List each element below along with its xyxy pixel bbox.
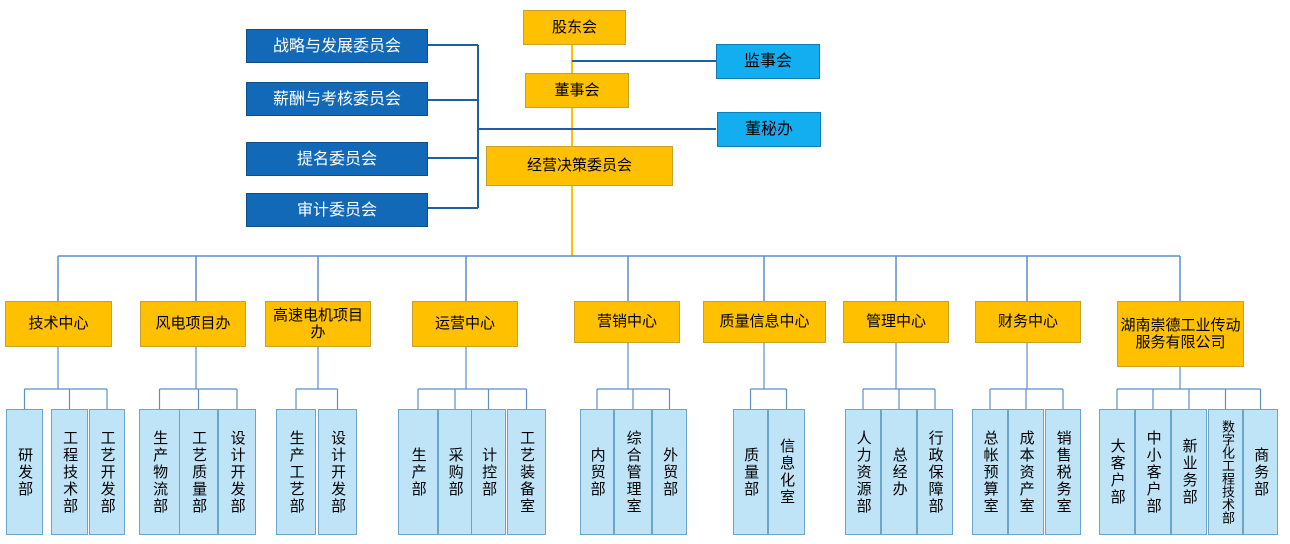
department-box: 信息化室 xyxy=(768,409,805,535)
committee-strategy: 战略与发展委员会 xyxy=(246,29,428,63)
center-box: 高速电机项目办 xyxy=(265,301,371,347)
center-box: 技术中心 xyxy=(5,301,112,347)
board-secretary-box: 董秘办 xyxy=(717,112,821,147)
department-box: 商务部 xyxy=(1243,409,1278,535)
department-box: 外贸部 xyxy=(652,409,687,535)
department-box: 采购部 xyxy=(438,409,472,535)
department-box: 生产物流部 xyxy=(139,409,180,535)
shareholders-box: 股东会 xyxy=(523,10,626,45)
department-box: 中小客户部 xyxy=(1135,409,1171,535)
supervisors-box: 监事会 xyxy=(716,44,820,79)
department-box: 数字化工程技术部 xyxy=(1208,409,1243,535)
department-box: 设计开发部 xyxy=(318,409,357,535)
committee-nomination: 提名委员会 xyxy=(246,142,428,176)
department-box: 综合管理室 xyxy=(614,409,652,535)
department-box: 生产部 xyxy=(398,409,438,535)
department-box: 质量部 xyxy=(733,409,768,535)
department-box: 大客户部 xyxy=(1099,409,1135,535)
department-box: 工程技术部 xyxy=(51,409,88,535)
exec-committee-box: 经营决策委员会 xyxy=(486,146,673,186)
center-box: 风电项目办 xyxy=(140,301,246,347)
center-box: 管理中心 xyxy=(843,301,949,343)
center-box: 湖南崇德工业传动服务有限公司 xyxy=(1117,301,1244,367)
board-box: 董事会 xyxy=(525,73,629,108)
center-box: 运营中心 xyxy=(412,301,518,347)
department-box: 工艺质量部 xyxy=(179,409,218,535)
department-box: 销售税务室 xyxy=(1045,409,1081,535)
department-box: 成本资产室 xyxy=(1008,409,1044,535)
department-box: 工艺装备室 xyxy=(507,409,546,535)
committee-audit: 审计委员会 xyxy=(246,193,428,227)
department-box: 工艺开发部 xyxy=(89,409,125,535)
center-box: 财务中心 xyxy=(975,301,1081,343)
department-box: 行政保障部 xyxy=(917,409,953,535)
center-box: 质量信息中心 xyxy=(703,301,826,343)
department-box: 研发部 xyxy=(6,409,43,535)
department-box: 新业务部 xyxy=(1171,409,1207,535)
center-box: 营销中心 xyxy=(574,301,680,343)
department-box: 人力资源部 xyxy=(845,409,881,535)
department-box: 生产工艺部 xyxy=(276,409,316,535)
department-box: 计控部 xyxy=(471,409,506,535)
department-box: 总经办 xyxy=(881,409,917,535)
department-box: 内贸部 xyxy=(580,409,614,535)
department-box: 设计开发部 xyxy=(218,409,256,535)
department-box: 总帐预算室 xyxy=(972,409,1008,535)
committee-compensation: 薪酬与考核委员会 xyxy=(246,82,428,116)
